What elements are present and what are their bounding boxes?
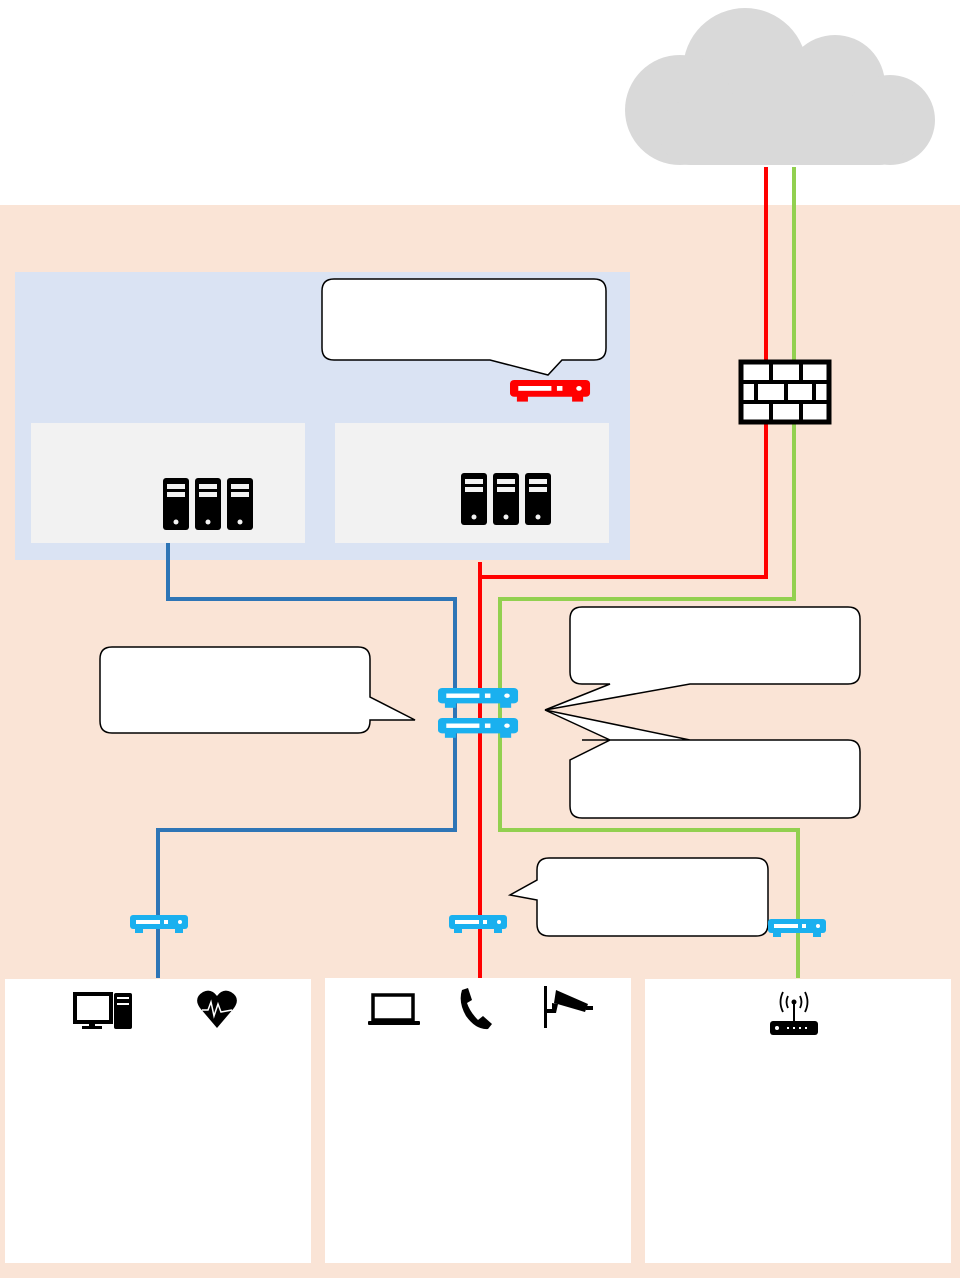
security-camera-icon (544, 986, 593, 1028)
server-rack-right-icon (461, 473, 551, 525)
internet-cloud-icon (625, 8, 935, 165)
heartbeat-line (202, 999, 233, 1019)
callout-left (99, 646, 416, 734)
callout-right-bottom (544, 709, 861, 819)
firewall-icon (738, 359, 832, 425)
green-network-link (498, 167, 800, 978)
callout-dmz (321, 278, 607, 376)
endpoint-zone-left (5, 979, 311, 1263)
server-rack-left-icon (163, 478, 253, 530)
desktop-computer-icon (73, 992, 132, 1029)
wireless-access-point-icon (770, 991, 818, 1035)
laptop-icon (368, 993, 420, 1025)
callout-access (507, 857, 769, 937)
blue-network-link (156, 543, 457, 978)
phone-icon (460, 988, 492, 1030)
callout-right-top (544, 606, 861, 711)
